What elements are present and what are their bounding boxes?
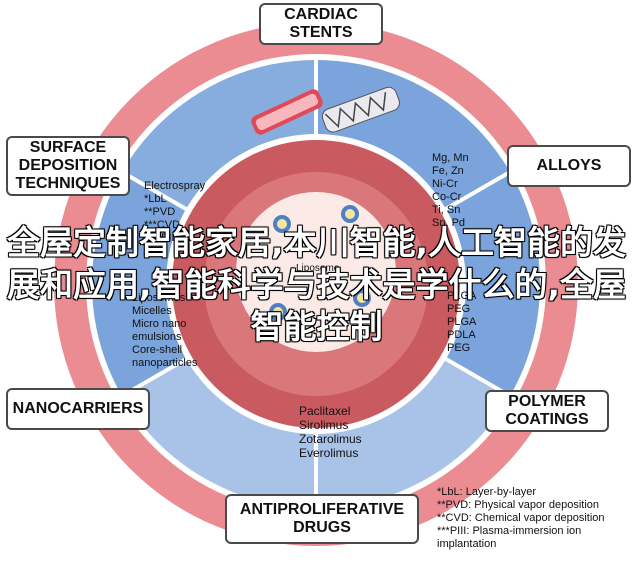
stent-image-1 — [251, 89, 323, 135]
overlay-caption: 全屋定制智能家居,本川智能,人工智能的发展和应用,智能科学与技术是学什么的,全屋… — [6, 223, 627, 346]
polymer-item: PEG — [447, 342, 471, 354]
alloy-item: Ti, Sn — [432, 204, 461, 216]
stent-image-2 — [321, 86, 400, 133]
alloy-item: Fe, Zn — [432, 165, 464, 177]
nanocarrier-item: Core-shell — [132, 344, 183, 356]
polymers-list: PLGA PEG PLGA PDLA PEG — [447, 290, 476, 355]
polymer-item: PLGA — [447, 316, 477, 328]
legend-line: **PVD: Physical vapor deposition — [437, 499, 600, 511]
alloys-list: Mg, Mn Fe, Zn Ni-Cr Co-Cr Ti, Sn Sn, Pd — [432, 152, 469, 230]
legend-line: **CVD: Chemical vapor deposition — [437, 512, 605, 524]
deposition-list: Electrospray *LbL **PVD ***CVD ****PIII — [144, 180, 205, 245]
alloy-item: Mg, Mn — [432, 152, 469, 164]
label-antiproliferative-drugs: ANTIPROLIFERATIVE DRUGS — [225, 494, 419, 544]
legend-line: ***PIII: Plasma-immersion ion — [437, 525, 582, 537]
abbreviation-legend: *LbL: Layer-by-layer **PVD: Physical vap… — [437, 486, 605, 551]
label-surface-deposition: SURFACE DEPOSITION TECHNIQUES — [6, 136, 130, 196]
drug-item: Paclitaxel — [299, 404, 351, 418]
polymer-item: PDLA — [447, 329, 476, 341]
nanocarrier-item: emulsions — [132, 331, 182, 343]
legend-line: implantation — [437, 538, 497, 550]
nanocarriers-list: Liposomes Micelles Micro nano emulsions … — [132, 292, 197, 370]
alloy-item: Ni-Cr — [432, 178, 458, 190]
drugs-list: Paclitaxel Sirolimus Zotarolimus Everoli… — [299, 404, 362, 460]
liposome-label: Liposome — [296, 263, 340, 274]
alloy-item: Co-Cr — [432, 191, 462, 203]
deposition-item: **PVD — [144, 206, 176, 218]
drug-item: Zotarolimus — [299, 432, 362, 446]
label-cardiac-stents: CARDIAC STENTS — [259, 3, 383, 45]
nanocarrier-item: Micelles — [132, 305, 172, 317]
polymer-item: PEG — [447, 303, 471, 315]
deposition-item: *LbL — [144, 193, 167, 205]
label-polymer-coatings: POLYMER COATINGS — [485, 390, 609, 432]
label-nanocarriers: NANOCARRIERS — [6, 388, 150, 430]
liposome-particles — [269, 205, 371, 321]
legend-line: *LbL: Layer-by-layer — [437, 486, 537, 498]
polymer-item: PLGA — [447, 290, 477, 302]
nanocarrier-item: Liposomes — [132, 292, 186, 304]
alloy-item: Sn, Pd — [432, 217, 466, 229]
nanocarrier-item: nanoparticles — [132, 357, 198, 369]
deposition-item: Electrospray — [144, 180, 206, 192]
drug-item: Sirolimus — [299, 418, 349, 432]
deposition-item: ****PIII — [144, 232, 178, 244]
nanocarrier-item: Micro nano — [132, 318, 187, 330]
deposition-item: ***CVD — [144, 219, 181, 231]
drug-item: Everolimus — [299, 446, 359, 460]
label-alloys: ALLOYS — [507, 145, 631, 187]
